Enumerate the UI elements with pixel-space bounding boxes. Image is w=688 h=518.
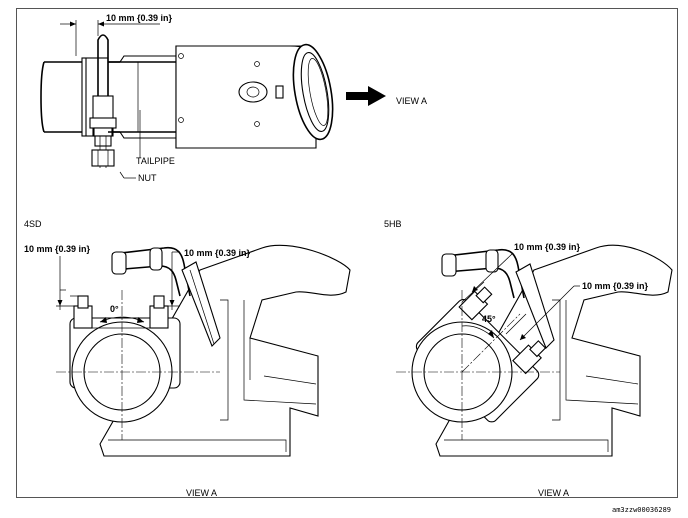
right-angle-label: 45°: [482, 314, 496, 324]
left-caption: VIEW A: [186, 488, 217, 498]
figure-frame: [16, 8, 678, 498]
variant-5hb-label: 5HB: [384, 219, 402, 229]
tailpipe-side-view: [40, 20, 386, 179]
nut-label: NUT: [138, 173, 157, 183]
view-a-4sd: [56, 244, 351, 457]
nut: [94, 135, 112, 147]
left-angle-label: 0°: [110, 304, 119, 314]
left-dimension-1: 10 mm {0.39 in}: [24, 244, 91, 254]
tailpipe-label: TAILPIPE: [136, 156, 175, 166]
view-a-arrow-label: VIEW A: [396, 96, 427, 106]
figure-code: am3zzw00036289: [612, 506, 671, 514]
view-a-5hb: [396, 244, 673, 457]
left-dimension-2: 10 mm {0.39 in}: [184, 248, 251, 258]
right-caption: VIEW A: [538, 488, 569, 498]
right-dimension-2: 10 mm {0.39 in}: [582, 281, 649, 291]
top-dimension-label: 10 mm {0.39 in}: [106, 13, 173, 23]
view-a-arrow: [346, 86, 386, 106]
variant-4sd-label: 4SD: [24, 219, 42, 229]
right-dimension-1: 10 mm {0.39 in}: [514, 242, 581, 252]
